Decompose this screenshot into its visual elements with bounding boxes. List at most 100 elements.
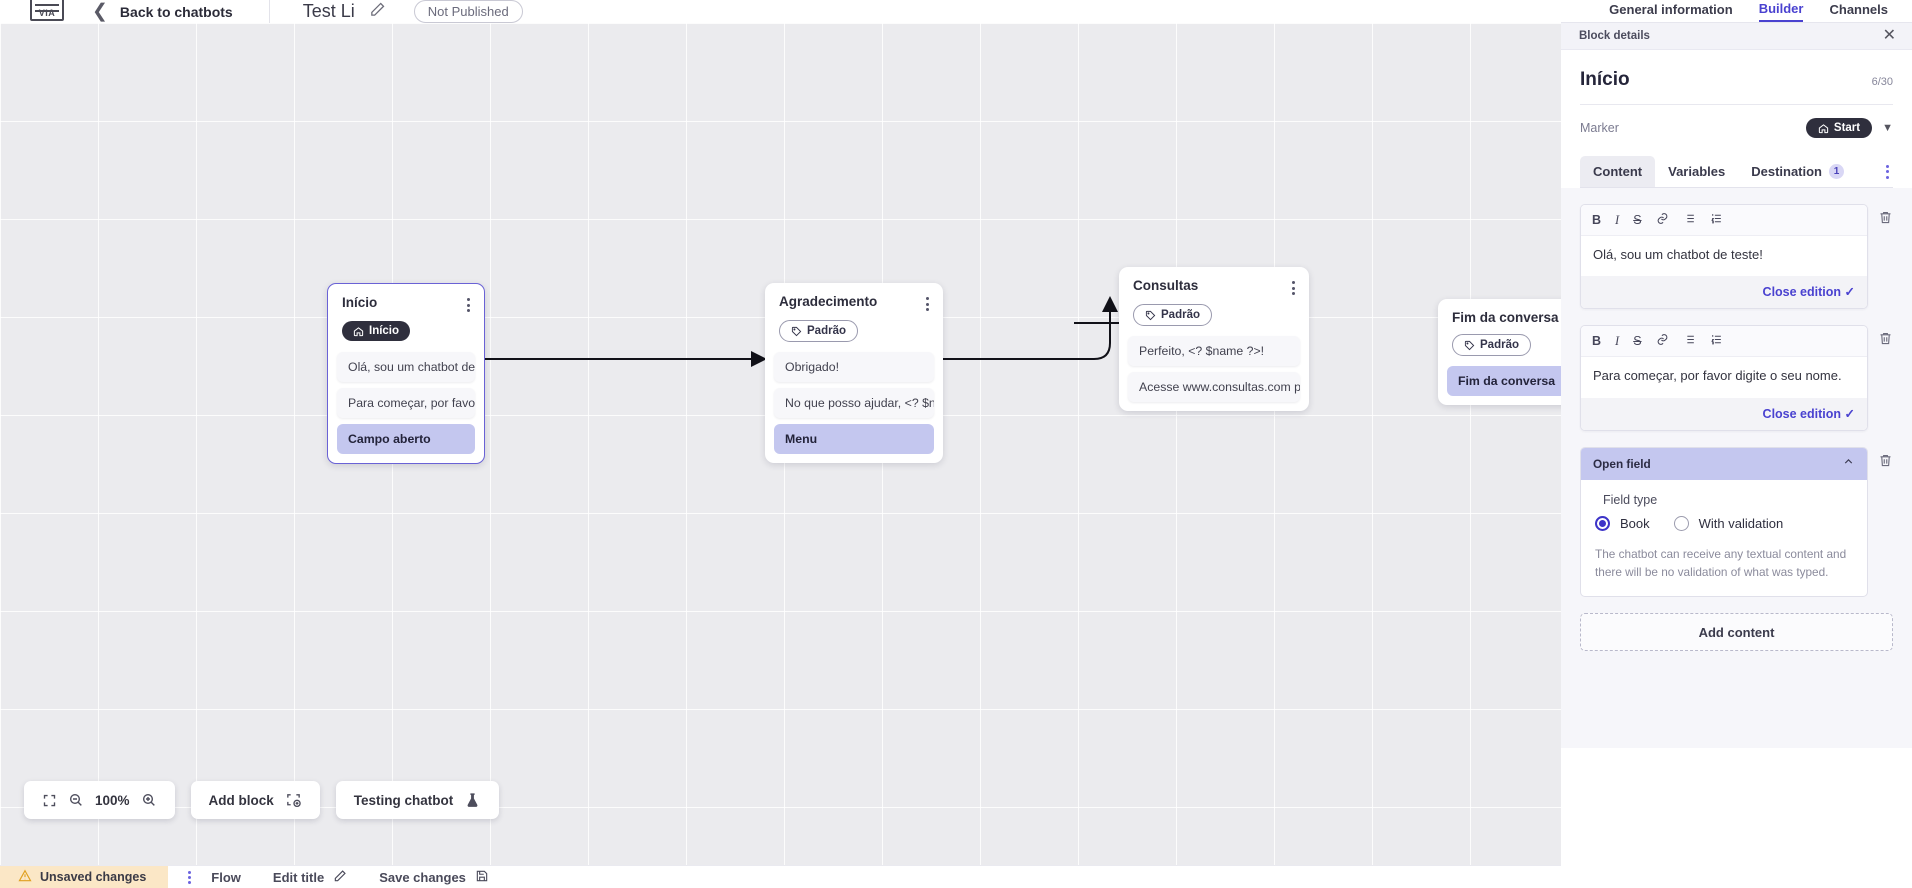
save-changes-button[interactable]: Save changes xyxy=(379,869,489,886)
editor-text[interactable]: Para começar, por favor digite o seu nom… xyxy=(1581,356,1867,398)
radio-with-validation[interactable] xyxy=(1673,515,1689,531)
add-block-icon xyxy=(285,792,302,809)
node-kebab-menu-icon[interactable] xyxy=(926,294,929,311)
save-changes-label: Save changes xyxy=(379,869,466,885)
panel-tabs: General information Builder Channels xyxy=(1561,0,1912,23)
zoom-out-icon[interactable] xyxy=(68,792,84,808)
trash-icon[interactable] xyxy=(1878,204,1893,229)
status-bar: Unsaved changes Flow Edit title Save cha… xyxy=(0,865,1561,888)
node-message-highlighted[interactable]: Menu xyxy=(774,424,934,454)
testing-chatbot-button[interactable]: Testing chatbot xyxy=(335,781,500,819)
tab-destination[interactable]: Destination 1 xyxy=(1738,156,1857,187)
tab-general-information[interactable]: General information xyxy=(1609,1,1733,17)
node-message[interactable]: Acesse www.consultas.com par... xyxy=(1128,372,1300,402)
link-icon[interactable] xyxy=(1656,333,1669,349)
node-tag-label: Início xyxy=(369,325,400,337)
node-header: Fim da conversa xyxy=(1438,310,1561,325)
strikethrough-icon[interactable]: S xyxy=(1633,333,1642,348)
tab-destination-label: Destination xyxy=(1751,164,1823,179)
trash-icon[interactable] xyxy=(1878,325,1893,350)
rich-text-editor[interactable]: B I S Para começar, por favor digite o s… xyxy=(1580,325,1868,431)
page-title: Início xyxy=(1580,69,1630,90)
bullet-list-icon[interactable] xyxy=(1683,212,1696,228)
numbered-list-icon[interactable] xyxy=(1710,212,1723,228)
check-icon: ✓ xyxy=(1844,406,1855,421)
header-divider xyxy=(268,0,270,23)
flow-button[interactable]: Flow xyxy=(211,870,241,885)
zoom-controls[interactable]: 100% xyxy=(24,781,175,819)
radio-book[interactable] xyxy=(1595,515,1610,531)
chevron-down-icon[interactable]: ▼ xyxy=(1882,122,1893,134)
node-message[interactable]: Olá, sou um chatbot de teste! xyxy=(337,351,475,382)
node-message-highlighted[interactable]: Campo aberto xyxy=(337,423,475,454)
tab-builder[interactable]: Builder xyxy=(1758,1,1804,22)
node-message[interactable]: Para começar, por favor digite o ... xyxy=(337,387,475,418)
testing-chatbot-label: Testing chatbot xyxy=(353,792,454,808)
bold-icon[interactable]: B xyxy=(1592,333,1602,348)
zoom-in-icon[interactable] xyxy=(141,792,157,808)
char-counter: 6/30 xyxy=(1871,76,1893,88)
block-details-panel: General information Builder Channels Blo… xyxy=(1561,0,1912,888)
add-content-button[interactable]: Add content xyxy=(1580,613,1893,652)
node-message[interactable]: Obrigado! xyxy=(774,352,934,382)
node-message[interactable]: Perfeito, <? $name ?>! xyxy=(1128,336,1300,366)
strikethrough-icon[interactable]: S xyxy=(1633,212,1642,227)
open-field-description: The chatbot can receive any textual cont… xyxy=(1595,546,1847,579)
home-icon xyxy=(1818,123,1829,133)
numbered-list-icon[interactable] xyxy=(1710,333,1723,349)
editor-text[interactable]: Olá, sou um chatbot de teste! xyxy=(1581,235,1867,277)
chevron-up-icon[interactable] xyxy=(1842,455,1855,473)
node-tag-label: Padrão xyxy=(1161,309,1200,321)
close-icon[interactable]: ✕ xyxy=(1882,27,1896,44)
node-title: Agradecimento xyxy=(779,294,878,309)
flow-node-fim-da-conversa[interactable]: Fim da conversa Padrão Fim da conversa xyxy=(1438,299,1561,405)
close-edition-label: Close edition xyxy=(1762,285,1842,300)
back-to-chatbots-link[interactable]: Back to chatbots xyxy=(119,3,233,20)
close-edition-button[interactable]: Close edition ✓ xyxy=(1763,407,1855,421)
trash-icon[interactable] xyxy=(1878,447,1893,472)
flow-canvas[interactable]: Início Início Olá, sou um chatbot de tes… xyxy=(0,23,1561,865)
bold-icon[interactable]: B xyxy=(1592,212,1602,227)
pencil-icon xyxy=(333,869,347,886)
tab-channels[interactable]: Channels xyxy=(1829,1,1888,17)
marker-row: Marker Start ▼ xyxy=(1580,105,1893,138)
marker-value-badge[interactable]: Start xyxy=(1805,118,1873,138)
bullet-list-icon[interactable] xyxy=(1683,333,1696,349)
open-field-body: Field type Book With validation The chat… xyxy=(1581,480,1867,597)
node-kebab-menu-icon[interactable] xyxy=(467,295,470,312)
node-message-highlighted[interactable]: Fim da conversa xyxy=(1447,366,1561,396)
save-disk-icon xyxy=(475,869,489,886)
edit-title-button[interactable]: Edit title xyxy=(273,869,347,886)
back-chevron-icon[interactable]: ❮ xyxy=(92,1,108,22)
italic-icon[interactable]: I xyxy=(1615,333,1620,348)
node-title: Fim da conversa xyxy=(1452,310,1559,325)
warning-triangle-icon xyxy=(18,869,32,886)
flow-node-inicio[interactable]: Início Início Olá, sou um chatbot de tes… xyxy=(327,283,485,464)
app-logo[interactable]: VIA xyxy=(30,0,64,21)
link-icon[interactable] xyxy=(1656,212,1669,228)
node-kebab-menu-icon[interactable] xyxy=(1292,278,1295,295)
node-tag-label: Padrão xyxy=(1480,339,1519,351)
field-type-label: Field type xyxy=(1603,492,1658,507)
flow-node-consultas[interactable]: Consultas Padrão Perfeito, <? $name ?>! … xyxy=(1119,267,1309,411)
pencil-icon[interactable] xyxy=(369,1,386,23)
add-block-button[interactable]: Add block xyxy=(190,781,320,819)
node-message[interactable]: No que posso ajudar, <? $name ... xyxy=(774,388,934,418)
top-bar: VIA ❮ Back to chatbots Test Li Not Publi… xyxy=(0,0,1561,23)
canvas-toolbar: 100% Add block Testing chatbot xyxy=(24,781,500,819)
node-tag-badge: Padrão xyxy=(1133,304,1212,326)
tab-variables[interactable]: Variables xyxy=(1655,156,1738,187)
tab-content[interactable]: Content xyxy=(1580,156,1656,187)
close-edition-button[interactable]: Close edition ✓ xyxy=(1763,285,1855,299)
marker-value-label: Start xyxy=(1833,122,1861,134)
statusbar-kebab-menu-icon[interactable] xyxy=(188,870,192,884)
node-header: Início xyxy=(328,295,484,312)
rich-text-editor[interactable]: B I S Olá, sou um chatbot de teste! Clos… xyxy=(1580,204,1868,310)
italic-icon[interactable]: I xyxy=(1615,212,1620,227)
fit-screen-icon[interactable] xyxy=(42,793,57,808)
block-details-header: Block details ✕ xyxy=(1561,23,1912,50)
content-tabs-kebab-menu-icon[interactable] xyxy=(1876,164,1893,179)
open-field-header[interactable]: Open field xyxy=(1581,447,1867,480)
open-field-title: Open field xyxy=(1593,456,1651,471)
flow-node-agradecimento[interactable]: Agradecimento Padrão Obrigado! No que po… xyxy=(765,283,943,463)
